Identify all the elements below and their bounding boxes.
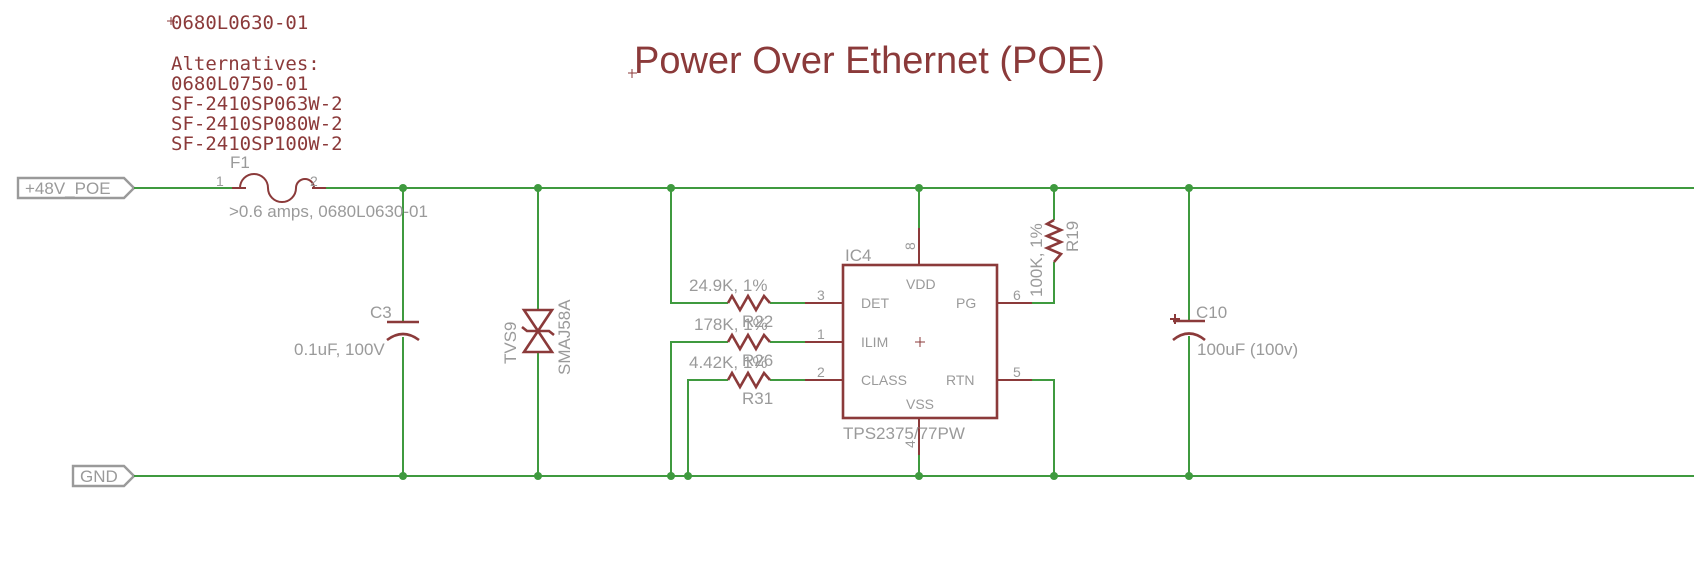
junction-dot xyxy=(534,472,542,480)
ic4-pin-number-ilim: 1 xyxy=(817,326,825,342)
ic4-pin-number-vdd: 8 xyxy=(902,242,918,250)
capacitor-c3-curved-plate xyxy=(386,332,420,342)
fuse-note: 0680L0630-01 Alternatives: 0680L0750-01 … xyxy=(167,12,343,155)
ic4-pin-number-det: 3 xyxy=(817,287,825,303)
ic4-label-rtn: RTN xyxy=(946,372,975,388)
junction-dot xyxy=(1050,472,1058,480)
junction-dot xyxy=(399,472,407,480)
fuse-f1-ref: F1 xyxy=(230,153,250,172)
capacitor-c10-polarity-plus xyxy=(1170,314,1180,324)
resistor-r22-value: 24.9K, 1% xyxy=(689,276,767,295)
capacitor-c3-value: 0.1uF, 100V xyxy=(294,340,385,359)
resistor-r19-ref: R19 xyxy=(1063,221,1082,252)
junction-dot xyxy=(1185,472,1193,480)
resistor-r19-zigzag xyxy=(1043,218,1065,263)
junction-dot xyxy=(1185,184,1193,192)
port-48v-poe-label: +48V_POE xyxy=(25,179,111,198)
ic4-pin-number-rtn: 5 xyxy=(1013,364,1021,380)
port-48v-poe-shape xyxy=(16,176,136,200)
capacitor-c10[interactable]: C10 100uF (100v) xyxy=(1170,303,1298,359)
ic4-part-number: TPS2375/77PW xyxy=(843,424,965,443)
port-gnd-label: GND xyxy=(80,467,118,486)
resistor-r26[interactable]: 178K, 1% R26 xyxy=(694,315,773,370)
resistor-r22-ref: R22 xyxy=(742,312,773,331)
junction-dot xyxy=(1050,184,1058,192)
title-origin-marker xyxy=(628,69,637,78)
resistor-r22-zigzag xyxy=(726,293,771,313)
wire-rail-to-r22 xyxy=(670,188,728,304)
capacitor-c3-ref: C3 xyxy=(370,303,392,322)
fuse-f1-symbol xyxy=(239,173,315,203)
tvs9-bar xyxy=(521,325,555,337)
junction-dot xyxy=(399,184,407,192)
fuse-note-alternative: SF-2410SP063W-2 xyxy=(171,93,343,115)
fuse-note-alternative: 0680L0750-01 xyxy=(171,73,308,95)
ic4-pin-number-vss: 4 xyxy=(902,440,918,448)
resistor-r22[interactable]: 24.9K, 1% R22 xyxy=(689,276,773,331)
resistor-r26-zigzag xyxy=(726,332,771,352)
ic4-ref: IC4 xyxy=(845,246,871,265)
resistor-r26-value: 178K, 1% xyxy=(694,315,768,334)
schematic-title: Power Over Ethernet (POE) xyxy=(628,40,1105,82)
resistor-r26-ref: R26 xyxy=(742,351,773,370)
junction-dot xyxy=(915,472,923,480)
ic4-label-ilim: ILIM xyxy=(861,334,888,350)
fuse-f1-pin2: 2 xyxy=(310,173,318,189)
port-gnd[interactable]: GND xyxy=(71,464,136,488)
ic4-label-pg: PG xyxy=(956,295,976,311)
ic4-pin-number-class: 2 xyxy=(817,364,825,380)
ic4-tps2375[interactable]: IC4 TPS2375/77PW VDD DET ILIM CLASS PG R… xyxy=(805,228,1032,455)
wire-gnd-to-r26 xyxy=(670,341,728,476)
resistor-r19[interactable]: R19 100K, 1% xyxy=(1027,218,1082,297)
tvs-diode-tvs9[interactable]: TVS9 SMAJ58A xyxy=(501,299,574,375)
ic4-label-class: CLASS xyxy=(861,372,907,388)
junction-dot xyxy=(534,184,542,192)
junction-dot xyxy=(667,184,675,192)
ic4-label-vdd: VDD xyxy=(906,276,936,292)
tvs9-ref: TVS9 xyxy=(501,321,520,364)
resistor-r19-value: 100K, 1% xyxy=(1027,223,1046,297)
capacitor-c10-curved-plate xyxy=(1172,332,1206,342)
tvs9-lower-triangle xyxy=(521,328,555,354)
wire-gnd-to-r31 xyxy=(687,379,728,476)
junction-dot xyxy=(684,472,692,480)
ic4-label-vss: VSS xyxy=(906,396,934,412)
tvs9-upper-triangle xyxy=(521,308,555,334)
fuse-note-alternative: SF-2410SP080W-2 xyxy=(171,113,343,135)
ic4-label-det: DET xyxy=(861,295,889,311)
port-gnd-shape xyxy=(71,464,136,488)
fuse-f1-value: >0.6 amps, 0680L0630-01 xyxy=(229,202,428,221)
junction-dot xyxy=(667,472,675,480)
capacitor-c3[interactable]: C3 0.1uF, 100V xyxy=(294,303,420,359)
resistor-r31-ref: R31 xyxy=(742,389,773,408)
capacitor-c10-value: 100uF (100v) xyxy=(1197,340,1298,359)
junctions xyxy=(399,184,1193,480)
capacitor-c10-ref: C10 xyxy=(1196,303,1227,322)
junction-dot xyxy=(915,184,923,192)
port-48v-poe[interactable]: +48V_POE xyxy=(16,176,136,200)
fuse-note-part: 0680L0630-01 xyxy=(171,12,308,34)
tvs9-value: SMAJ58A xyxy=(555,299,574,375)
note-origin-marker xyxy=(167,17,175,25)
wire-rtn xyxy=(997,379,1055,476)
page-title: Power Over Ethernet (POE) xyxy=(634,40,1105,82)
fuse-f1[interactable]: F1 1 2 >0.6 amps, 0680L0630-01 xyxy=(216,153,428,221)
resistor-r31-zigzag xyxy=(726,370,771,390)
ic4-pin-number-pg: 6 xyxy=(1013,287,1021,303)
resistor-r31[interactable]: 4.42K, 1% R31 xyxy=(689,353,773,408)
fuse-note-alternative: SF-2410SP100W-2 xyxy=(171,133,343,155)
resistor-r31-value: 4.42K, 1% xyxy=(689,353,767,372)
ic4-origin-marker xyxy=(915,337,925,347)
fuse-note-alternatives-label: Alternatives: xyxy=(171,53,320,75)
fuse-f1-pin1: 1 xyxy=(216,173,224,189)
